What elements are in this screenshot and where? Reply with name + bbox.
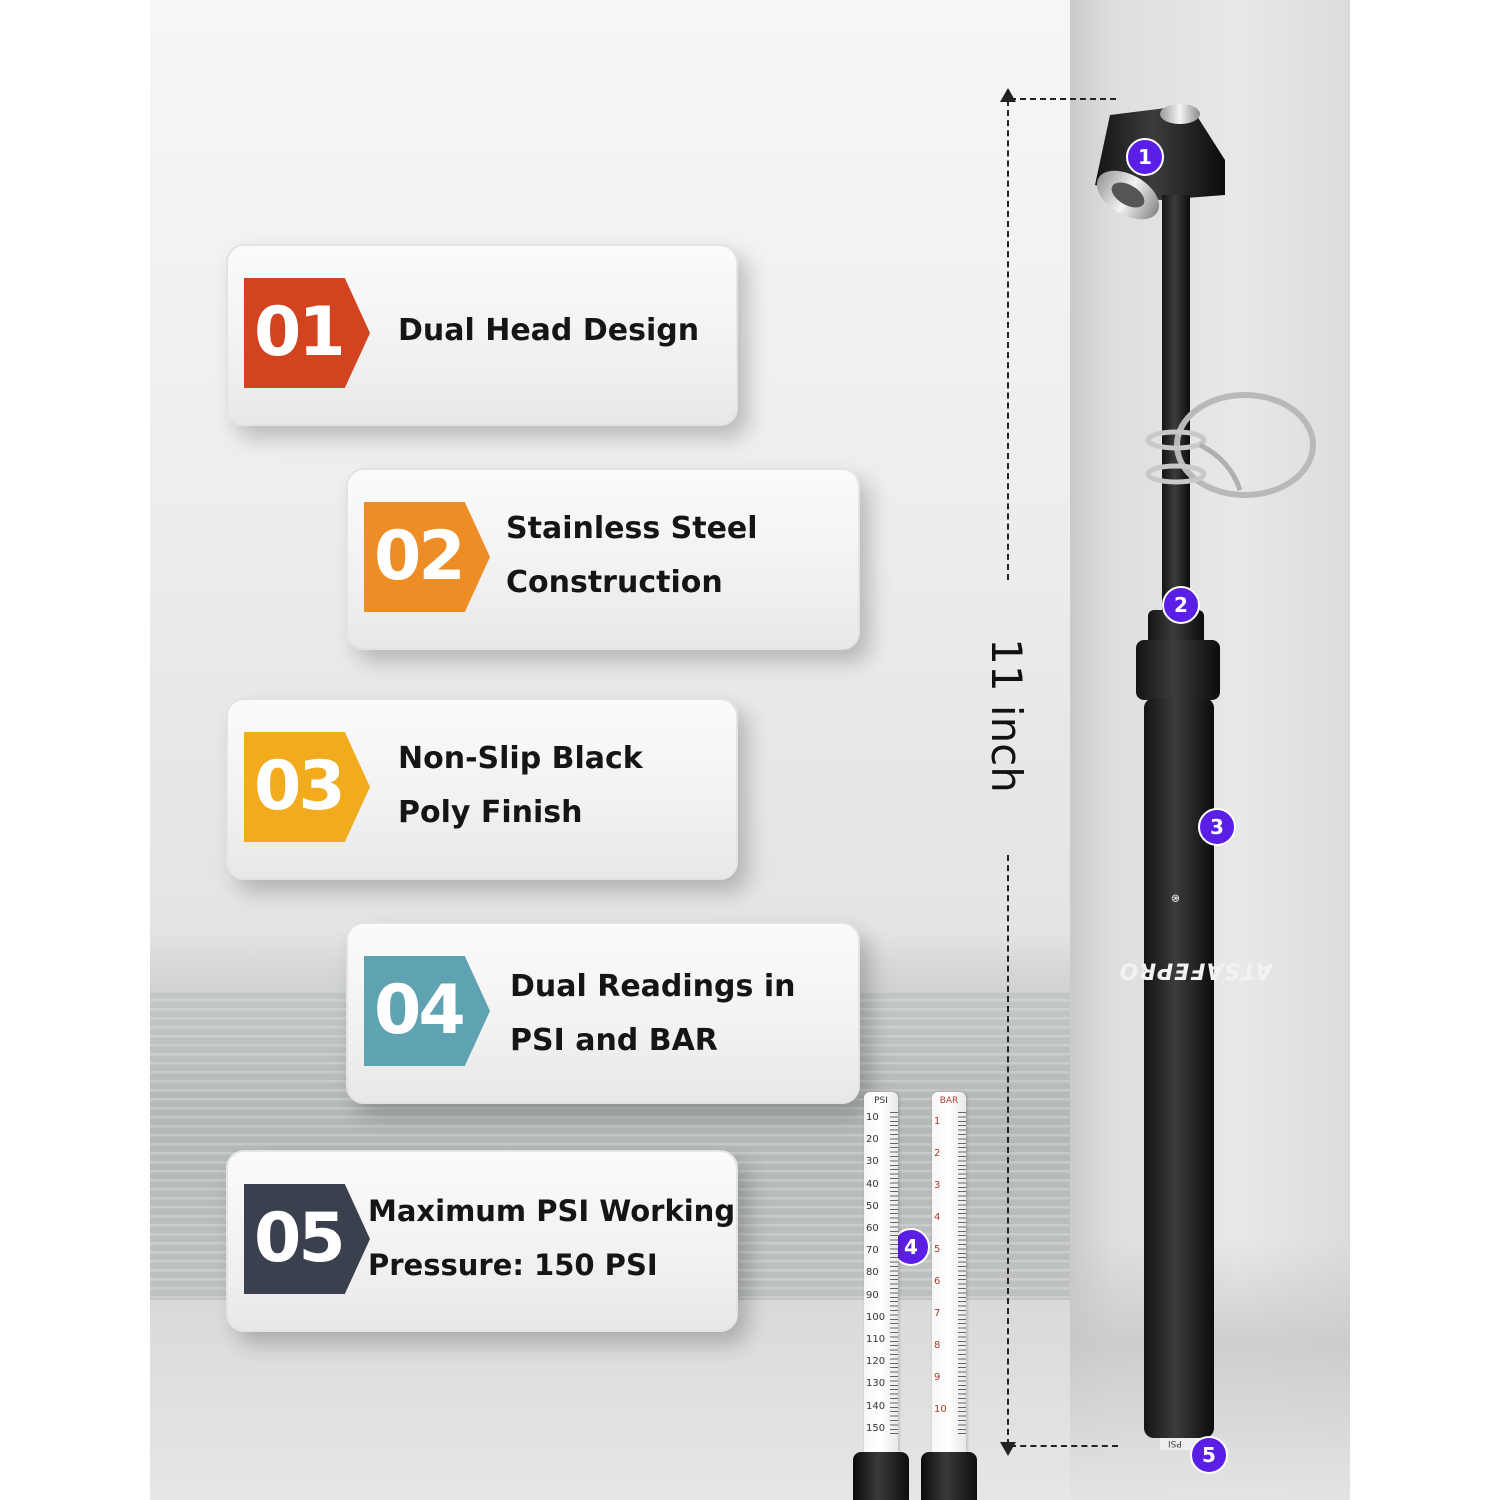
psi-label: 130 xyxy=(866,1378,886,1390)
feature-line: Non-Slip Black xyxy=(398,741,643,776)
psi-label: 40 xyxy=(866,1178,879,1190)
feature-badge-5: 05 xyxy=(244,1184,370,1294)
bar-unit: BAR xyxy=(939,1096,959,1106)
feature-line: Poly Finish xyxy=(398,795,583,830)
feature-line: Dual Head Design xyxy=(398,313,700,348)
psi-label: 110 xyxy=(866,1334,886,1345)
dimension-line-top xyxy=(1007,100,1009,580)
dimension-tick-bottom xyxy=(1010,1445,1118,1447)
feature-number-4: 04 xyxy=(374,971,466,1050)
marker-2: 2 xyxy=(1162,586,1200,624)
feature-card-3: 03 Non-Slip Black Poly Finish xyxy=(226,698,738,880)
feature-number-2: 02 xyxy=(374,517,466,596)
psi-label: 80 xyxy=(866,1267,879,1279)
feature-card-2: 02 Stainless Steel Construction xyxy=(346,468,860,650)
psi-label: 30 xyxy=(866,1156,879,1168)
psi-unit: PSI xyxy=(874,1096,888,1106)
feature-text-5: Maximum PSI Working Pressure: 150 PSI xyxy=(368,1184,735,1292)
bar-label: 3 xyxy=(934,1180,941,1191)
feature-number-3: 03 xyxy=(254,747,346,826)
marker-1: 1 xyxy=(1126,138,1164,176)
feature-text-1: Dual Head Design xyxy=(398,304,699,358)
bar-label: 9 xyxy=(934,1372,941,1383)
feature-line: Stainless Steel xyxy=(506,511,758,546)
psi-label: 50 xyxy=(866,1200,879,1212)
bar-scale: BAR 1 2 3 4 5 6 7 8 9 10 xyxy=(932,1092,966,1452)
psi-scale-handle xyxy=(853,1452,909,1500)
dimension-line-bottom xyxy=(1007,855,1009,1445)
feature-number-5: 05 xyxy=(254,1199,346,1278)
feature-card-5: 05 Maximum PSI Working Pressure: 150 PSI xyxy=(226,1150,738,1332)
bar-ticks xyxy=(958,1112,966,1437)
psi-label: 70 xyxy=(866,1245,879,1257)
dimension-tick-top xyxy=(1010,98,1116,100)
marker-3: 3 xyxy=(1198,808,1236,846)
marker-5: 5 xyxy=(1190,1436,1228,1474)
feature-badge-4: 04 xyxy=(364,956,490,1066)
psi-ticks xyxy=(890,1112,898,1437)
feature-badge-3: 03 xyxy=(244,732,370,842)
feature-badge-1: 01 xyxy=(244,278,370,388)
psi-label: 20 xyxy=(866,1134,879,1146)
brand-name: ATSAFEPRO xyxy=(1118,957,1273,983)
trademark-symbol: ® xyxy=(1169,893,1181,905)
feature-text-2: Stainless Steel Construction xyxy=(506,502,758,610)
feature-text-4: Dual Readings in PSI and BAR xyxy=(510,960,795,1068)
feature-badge-2: 02 xyxy=(364,502,490,612)
bar-label: 4 xyxy=(934,1212,941,1223)
bar-label: 5 xyxy=(934,1244,941,1255)
psi-scale: PSI 10 20 30 40 50 60 70 80 90 100 110 120 130 140 150 xyxy=(864,1092,898,1452)
psi-label: 90 xyxy=(866,1289,879,1301)
feature-number-1: 01 xyxy=(254,293,346,372)
feature-card-1: 01 Dual Head Design xyxy=(226,244,738,426)
psi-label: 100 xyxy=(866,1311,886,1323)
feature-line: Construction xyxy=(506,565,723,600)
dimension-text: 11 inch xyxy=(981,637,1031,793)
feature-line: PSI and BAR xyxy=(510,1023,718,1058)
arrow-down-icon xyxy=(1000,1442,1016,1456)
brand-logo: ATSAFEPRO ® xyxy=(1119,850,1273,1090)
bar-label: 2 xyxy=(934,1148,941,1159)
dimension-label: 11 inch xyxy=(976,630,1036,800)
psi-label: 120 xyxy=(866,1356,886,1368)
arrow-up-icon xyxy=(1000,88,1016,102)
bar-label: 10 xyxy=(934,1404,947,1415)
psi-label: 150 xyxy=(866,1422,886,1434)
psi-label: 10 xyxy=(866,1112,879,1123)
feature-text-3: Non-Slip Black Poly Finish xyxy=(398,732,643,840)
bar-label: 6 xyxy=(934,1276,941,1287)
end-label: PSI xyxy=(1168,1438,1182,1448)
marker-4: 4 xyxy=(892,1228,930,1266)
feature-line: Dual Readings in xyxy=(510,969,796,1004)
psi-label: 60 xyxy=(866,1223,879,1234)
feature-line: Maximum PSI Working xyxy=(368,1194,736,1228)
psi-label: 140 xyxy=(866,1400,886,1412)
bar-scale-handle xyxy=(921,1452,977,1500)
feature-line: Pressure: 150 PSI xyxy=(368,1248,658,1282)
bar-label: 7 xyxy=(934,1308,941,1319)
bar-label: 8 xyxy=(934,1340,941,1351)
bar-label: 1 xyxy=(934,1116,941,1127)
tire-gauge-image xyxy=(1095,104,1316,1450)
feature-card-4: 04 Dual Readings in PSI and BAR xyxy=(346,922,860,1104)
